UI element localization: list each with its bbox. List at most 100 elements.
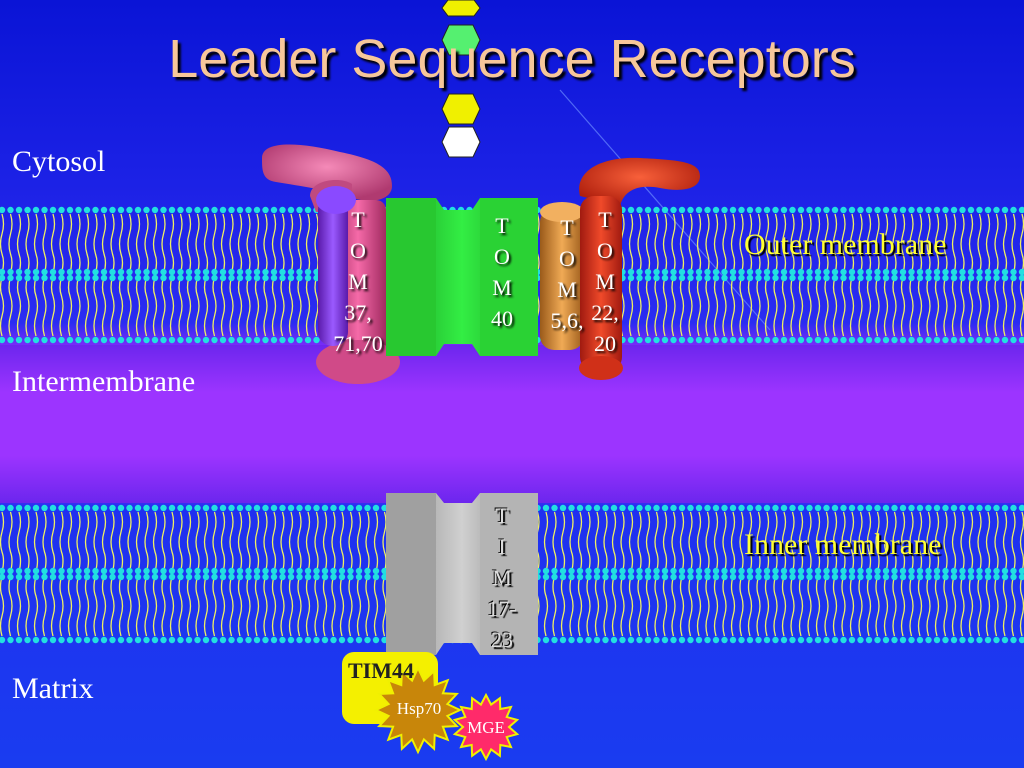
lipid-tail <box>892 276 897 337</box>
lipid-head <box>721 504 728 512</box>
lipid-tail <box>67 276 73 337</box>
lipid-tail <box>229 511 234 573</box>
lipid-head <box>789 636 796 644</box>
lipid-head <box>848 567 856 575</box>
intermembrane-space <box>0 345 1024 503</box>
lipid-tail <box>866 213 872 274</box>
lipid-head <box>627 274 635 282</box>
lipid-tail <box>0 276 5 337</box>
lipid-head <box>32 573 40 581</box>
lipid-head <box>976 206 983 214</box>
lipid-head <box>58 636 65 644</box>
lipid-head <box>755 206 762 214</box>
lipid-head <box>644 206 652 214</box>
lipid-head <box>712 206 720 214</box>
lipid-head <box>1018 636 1024 644</box>
protein-label-line: T <box>495 213 509 238</box>
lipid-head <box>806 636 813 644</box>
lipid-tail <box>883 575 889 637</box>
lipid-head <box>763 268 771 276</box>
lipid-head <box>313 567 320 575</box>
protein-label-line: M <box>557 277 577 302</box>
lipid-tail <box>67 575 73 637</box>
lipid-tail <box>237 213 243 274</box>
lipid-head <box>933 504 941 512</box>
lipid-head <box>49 504 57 512</box>
lipid-head <box>58 504 65 512</box>
lipid-head <box>321 504 329 512</box>
lipid-head <box>32 336 40 344</box>
lipid-head <box>959 573 966 581</box>
lipid-tail <box>297 276 302 337</box>
lipid-head <box>253 567 261 575</box>
lipid-tail <box>161 511 166 573</box>
lipid-head <box>1001 206 1009 214</box>
lipid-tail <box>220 276 226 337</box>
lipid-head <box>882 636 890 644</box>
lipid-head <box>134 268 142 276</box>
lipid-head <box>15 206 23 214</box>
lipid-head <box>296 336 303 344</box>
lipid-tail <box>628 276 634 337</box>
lipid-tail <box>297 213 302 274</box>
lipid-head <box>789 504 796 512</box>
lipid-head <box>712 567 720 575</box>
lipid-head <box>857 567 864 575</box>
lipid-head <box>58 573 65 581</box>
lipid-head <box>75 336 82 344</box>
lipid-head <box>194 567 201 575</box>
lipid-tail <box>288 575 294 637</box>
lipid-head <box>959 636 966 644</box>
lipid-head <box>41 573 48 581</box>
lipid-head <box>627 573 635 581</box>
lipid-tail <box>866 276 872 337</box>
lipid-head <box>729 573 737 581</box>
lipid-head <box>610 504 618 512</box>
lipid-tail <box>875 276 880 337</box>
lipid-head <box>882 268 890 276</box>
lipid-head <box>279 274 286 282</box>
lipid-head <box>109 504 116 512</box>
lipid-tail <box>739 276 744 337</box>
lipid-tail <box>246 575 251 637</box>
lipid-head <box>993 504 1000 512</box>
lipid-tail <box>178 575 183 637</box>
lipid-head <box>763 206 771 214</box>
lipid-head <box>7 636 14 644</box>
lipid-tail <box>713 511 719 573</box>
lipid-tail <box>900 213 906 274</box>
lipid-head <box>1010 336 1017 344</box>
lipid-tail <box>33 511 39 573</box>
lipid-tail <box>671 575 676 637</box>
cytosol-label: Cytosol <box>12 145 106 178</box>
lipid-head <box>160 573 167 581</box>
lipid-tail <box>926 213 931 274</box>
lipid-head <box>908 274 915 282</box>
lipid-tail <box>84 276 90 337</box>
lipid-head <box>738 636 745 644</box>
lipid-head <box>848 274 856 282</box>
lipid-head <box>840 567 847 575</box>
lipid-head <box>933 274 941 282</box>
lipid-head <box>823 336 830 344</box>
lipid-head <box>721 336 728 344</box>
lipid-head <box>304 336 312 344</box>
lipid-tail <box>1011 213 1016 274</box>
lipid-head <box>925 567 932 575</box>
lipid-tail <box>985 511 991 573</box>
lipid-head <box>194 206 201 214</box>
lipid-head <box>967 504 975 512</box>
lipid-tail <box>152 213 158 274</box>
lipid-head <box>865 636 873 644</box>
lipid-head <box>865 206 873 214</box>
lipid-head <box>270 274 278 282</box>
lipid-head <box>865 268 873 276</box>
lipid-head <box>755 504 762 512</box>
lipid-tail <box>611 511 617 573</box>
lipid-head <box>1010 504 1017 512</box>
lipid-tail <box>93 276 98 337</box>
lipid-tail <box>764 213 770 274</box>
lipid-tail <box>50 213 56 274</box>
lipid-head <box>729 636 737 644</box>
lipid-head <box>568 504 575 512</box>
